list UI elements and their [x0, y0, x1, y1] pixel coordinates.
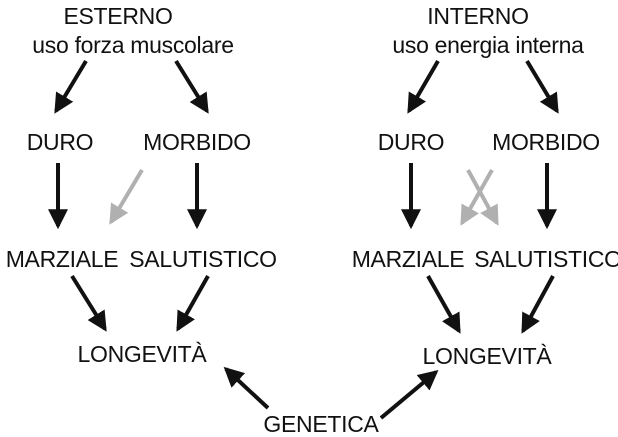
arrow-left-title-to-morbido — [174, 59, 209, 114]
arrow-right-marziale-to-longevita — [426, 275, 461, 334]
arrow-right-duro-to-salutistico-alt — [466, 169, 499, 226]
right-title: INTERNO — [427, 3, 529, 29]
right-longevita-node: LONGEVITÀ — [422, 343, 552, 369]
arrow-right-salutistico-to-longevita — [521, 275, 555, 334]
arrow-right-morbido-to-marziale-alt — [460, 169, 494, 226]
arrow-left-marziale-to-longevita — [70, 274, 107, 332]
genetica-node: GENETICA — [263, 411, 379, 437]
left-subtitle: uso forza muscolare — [32, 32, 234, 58]
left-longevita-node: LONGEVITÀ — [77, 341, 207, 367]
right-duro-node: DURO — [377, 129, 445, 155]
left-duro-node: DURO — [26, 129, 94, 155]
arrow-left-salutistico-to-longevita — [176, 275, 210, 332]
left-morbido-node: MORBIDO — [143, 129, 251, 155]
left-title: ESTERNO — [63, 3, 173, 29]
arrow-right-title-to-morbido — [525, 59, 559, 114]
arrow-left-title-to-duro — [54, 59, 88, 114]
arrow-right-title-to-duro — [407, 59, 440, 114]
right-subtitle: uso energia interna — [392, 32, 584, 58]
right-marziale-node: MARZIALE — [351, 246, 465, 272]
arrow-genetica-to-right-longevita — [379, 369, 439, 420]
right-salutistico-node: SALUTISTICO — [474, 246, 618, 272]
arrow-left-morbido-to-marziale-alt — [109, 168, 144, 225]
left-marziale-node: MARZIALE — [5, 246, 119, 272]
left-salutistico-node: SALUTISTICO — [129, 246, 277, 272]
arrow-genetica-to-left-longevita — [223, 366, 270, 410]
right-morbido-node: MORBIDO — [492, 129, 600, 155]
